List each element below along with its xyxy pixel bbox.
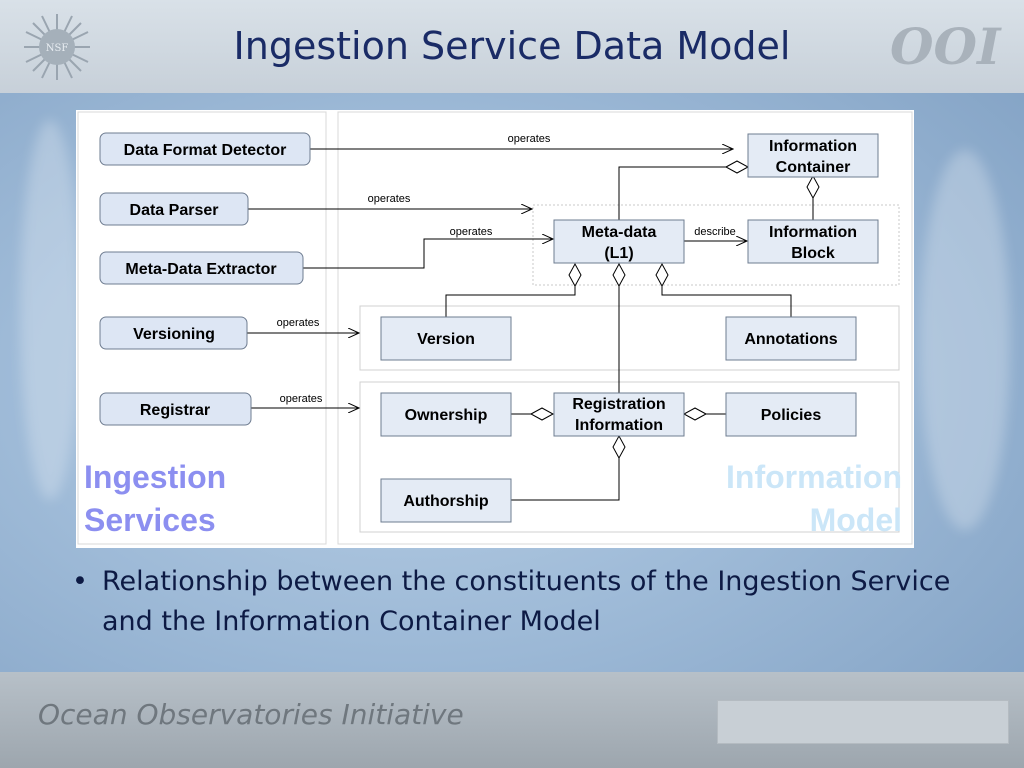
svg-text:Information: Information	[769, 138, 857, 155]
svg-text:Meta-data: Meta-data	[582, 224, 657, 241]
edge-version-metadata	[445, 286, 576, 317]
svg-text:Data Parser: Data Parser	[130, 202, 219, 219]
edge-label-describe: describe	[694, 226, 736, 238]
registration-information-box: Registration Information	[553, 392, 685, 437]
service-data-parser: Data Parser	[99, 192, 249, 226]
svg-text:Ownership: Ownership	[405, 407, 488, 424]
footer-box	[717, 700, 1009, 744]
footer-text: Ocean Observatories Initiative	[38, 698, 464, 731]
background-cloud	[920, 150, 1010, 530]
edge-label-operates: operates	[277, 317, 320, 329]
information-model-label-line1: Information	[726, 459, 902, 495]
bullet-text: Relationship between the constituents of…	[102, 566, 951, 637]
service-meta-data-extractor: Meta-Data Extractor	[99, 251, 304, 285]
information-container-box: Information Container	[747, 133, 879, 178]
aggregation-diamond	[655, 262, 669, 288]
svg-text:Meta-Data Extractor: Meta-Data Extractor	[125, 261, 276, 278]
information-block-box: Information Block	[747, 219, 879, 264]
svg-text:OOI: OOI	[890, 17, 1002, 74]
svg-text:Authorship: Authorship	[403, 493, 489, 510]
edge-label-operates: operates	[508, 133, 551, 145]
edge-label-operates: operates	[450, 226, 493, 238]
ingestion-services-label-line1: Ingestion	[84, 459, 226, 495]
edge-extractor-metadata	[303, 239, 553, 269]
ooi-logo: OOI	[890, 17, 1002, 74]
slide-title: Ingestion Service Data Model	[233, 24, 791, 68]
version-box: Version	[380, 316, 512, 361]
svg-text:Registrar: Registrar	[140, 402, 210, 419]
edge-annotations-metadata	[661, 286, 792, 317]
svg-text:Annotations: Annotations	[744, 331, 837, 348]
annotations-box: Annotations	[725, 316, 857, 361]
version-group-frame	[359, 305, 900, 371]
svg-text:Block: Block	[791, 245, 835, 262]
authorship-box: Authorship	[380, 478, 512, 523]
registration-group-frame	[359, 381, 900, 533]
metadata-box: Meta-data (L1)	[553, 219, 685, 264]
aggregation-diamond	[568, 262, 582, 288]
policies-box: Policies	[725, 392, 857, 437]
service-registrar: Registrar	[99, 392, 252, 426]
information-model-label-line2: Model	[810, 502, 902, 538]
aggregation-diamond	[529, 407, 555, 421]
svg-text:NSF: NSF	[46, 43, 69, 54]
svg-text:(L1): (L1)	[604, 245, 633, 262]
svg-text:Container: Container	[776, 159, 851, 176]
data-model-diagram: operates operates operates describe oper…	[76, 110, 914, 548]
background-cloud	[20, 120, 80, 500]
edge-registration-container	[618, 166, 726, 393]
ingestion-services-label-line2: Services	[84, 502, 216, 538]
svg-text:Version: Version	[417, 331, 475, 348]
metadata-group-frame	[532, 204, 900, 286]
svg-text:Data Format Detector: Data Format Detector	[124, 142, 287, 159]
nsf-logo: NSF	[24, 14, 90, 80]
svg-text:Versioning: Versioning	[133, 326, 215, 343]
service-versioning: Versioning	[99, 316, 248, 350]
edge-label-operates: operates	[368, 193, 411, 205]
svg-text:Registration: Registration	[572, 396, 665, 413]
svg-text:Policies: Policies	[761, 407, 822, 424]
bullet-marker: •	[72, 566, 88, 597]
edge-authorship-registration	[511, 458, 620, 501]
service-data-format-detector: Data Format Detector	[99, 132, 311, 166]
aggregation-diamond	[612, 262, 626, 288]
slide-header	[0, 0, 1024, 93]
svg-text:Information: Information	[769, 224, 857, 241]
edge-label-operates: operates	[280, 393, 323, 405]
svg-text:Information: Information	[575, 417, 663, 434]
ownership-box: Ownership	[380, 392, 512, 437]
